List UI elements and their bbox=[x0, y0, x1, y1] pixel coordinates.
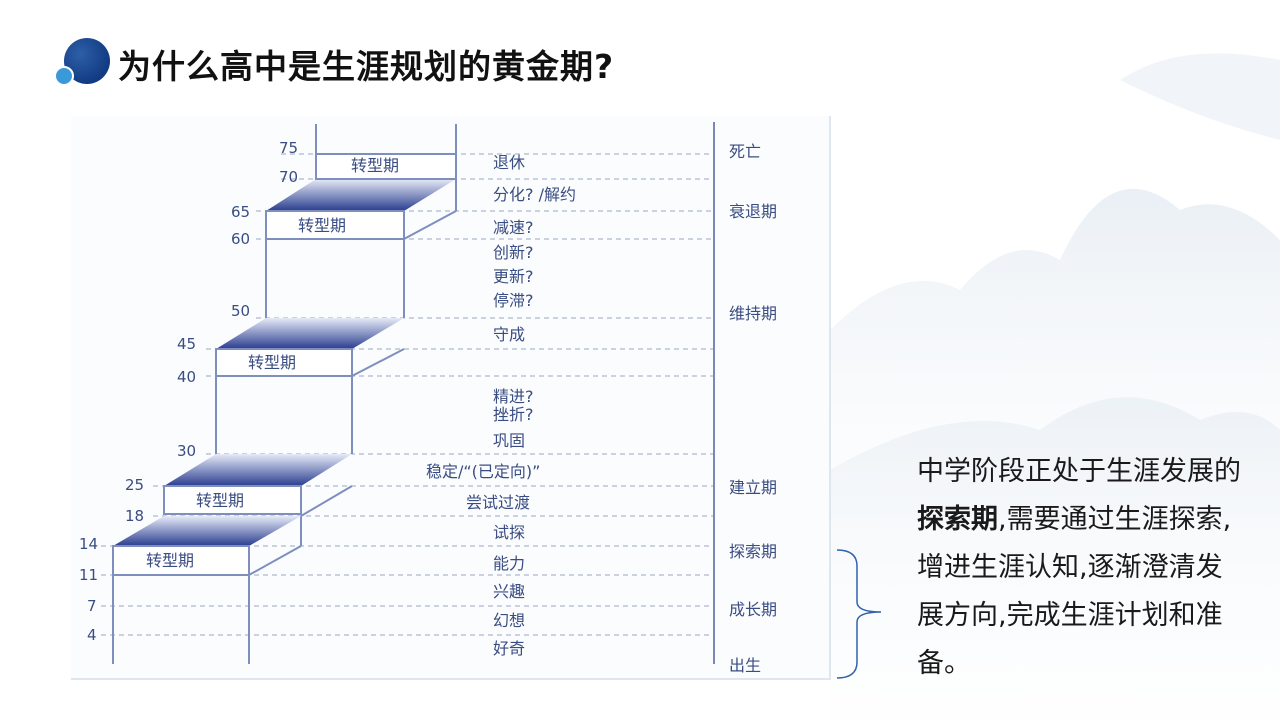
phase-label: 成长期 bbox=[729, 600, 777, 619]
phase-label: 建立期 bbox=[729, 478, 777, 497]
stage-label: 创新? bbox=[493, 243, 534, 262]
stage-label: 稳定/“(已定向)” bbox=[426, 462, 540, 481]
transition-label: 转型期 bbox=[196, 491, 244, 510]
phase-label: 维持期 bbox=[729, 304, 777, 323]
age-label: 11 bbox=[79, 566, 98, 584]
age-label: 25 bbox=[125, 476, 144, 494]
stage-label: 分化? /解约 bbox=[493, 185, 576, 204]
stage-label: 更新? bbox=[493, 267, 534, 286]
stage-label: 尝试过渡 bbox=[466, 493, 530, 512]
page-title: 为什么高中是生涯规划的黄金期? bbox=[118, 47, 615, 86]
description-bold: 探索期 bbox=[917, 504, 998, 535]
stage-label: 好奇 bbox=[493, 639, 525, 658]
transition-label: 转型期 bbox=[248, 353, 296, 372]
age-label: 18 bbox=[125, 507, 144, 525]
age-label: 4 bbox=[87, 626, 97, 644]
age-label: 60 bbox=[231, 230, 250, 248]
phase-label: 出生 bbox=[729, 656, 761, 675]
description-after: ,需要通过生涯探索,增进生涯认知,逐渐澄清发展方向,完成生涯计划和准备。 bbox=[917, 504, 1232, 679]
description-before: 中学阶段正处于生涯发展的 bbox=[917, 456, 1241, 487]
stage-label: 精进? bbox=[493, 387, 534, 406]
phase-label: 衰退期 bbox=[729, 202, 777, 221]
phase-label: 探索期 bbox=[729, 542, 777, 561]
bracket-connector bbox=[836, 549, 882, 679]
stage-label: 停滞? bbox=[493, 291, 534, 310]
age-label: 75 bbox=[279, 139, 298, 157]
age-label: 7 bbox=[87, 597, 97, 615]
age-label: 30 bbox=[177, 442, 196, 460]
stage-label: 试探 bbox=[493, 523, 525, 542]
stage-label: 退休 bbox=[493, 153, 525, 172]
stage-label: 幻想 bbox=[493, 611, 525, 630]
age-label: 70 bbox=[279, 168, 298, 186]
stage-label: 巩固 bbox=[493, 431, 525, 450]
age-label: 50 bbox=[231, 302, 250, 320]
phase-label: 死亡 bbox=[729, 142, 761, 161]
career-stage-diagram: 转型期 转型期 转型期 转型期 转型期 75 70 65 60 50 45 40… bbox=[71, 116, 831, 680]
transition-step-tops bbox=[113, 179, 456, 546]
age-label: 65 bbox=[231, 203, 250, 221]
transition-label: 转型期 bbox=[351, 156, 399, 175]
age-label: 14 bbox=[79, 535, 98, 553]
title-dot-icon bbox=[54, 66, 74, 86]
age-label: 40 bbox=[177, 368, 196, 386]
stage-label: 减速? bbox=[493, 218, 534, 237]
stage-label: 兴趣 bbox=[493, 582, 525, 601]
stage-label: 能力 bbox=[493, 554, 525, 573]
stage-label: 守成 bbox=[493, 325, 525, 344]
stage-label: 挫折? bbox=[493, 405, 534, 424]
transition-label: 转型期 bbox=[146, 551, 194, 570]
description-text: 中学阶段正处于生涯发展的探索期,需要通过生涯探索,增进生涯认知,逐渐澄清发展方向… bbox=[917, 448, 1247, 688]
transition-label: 转型期 bbox=[298, 216, 346, 235]
age-label: 45 bbox=[177, 335, 196, 353]
